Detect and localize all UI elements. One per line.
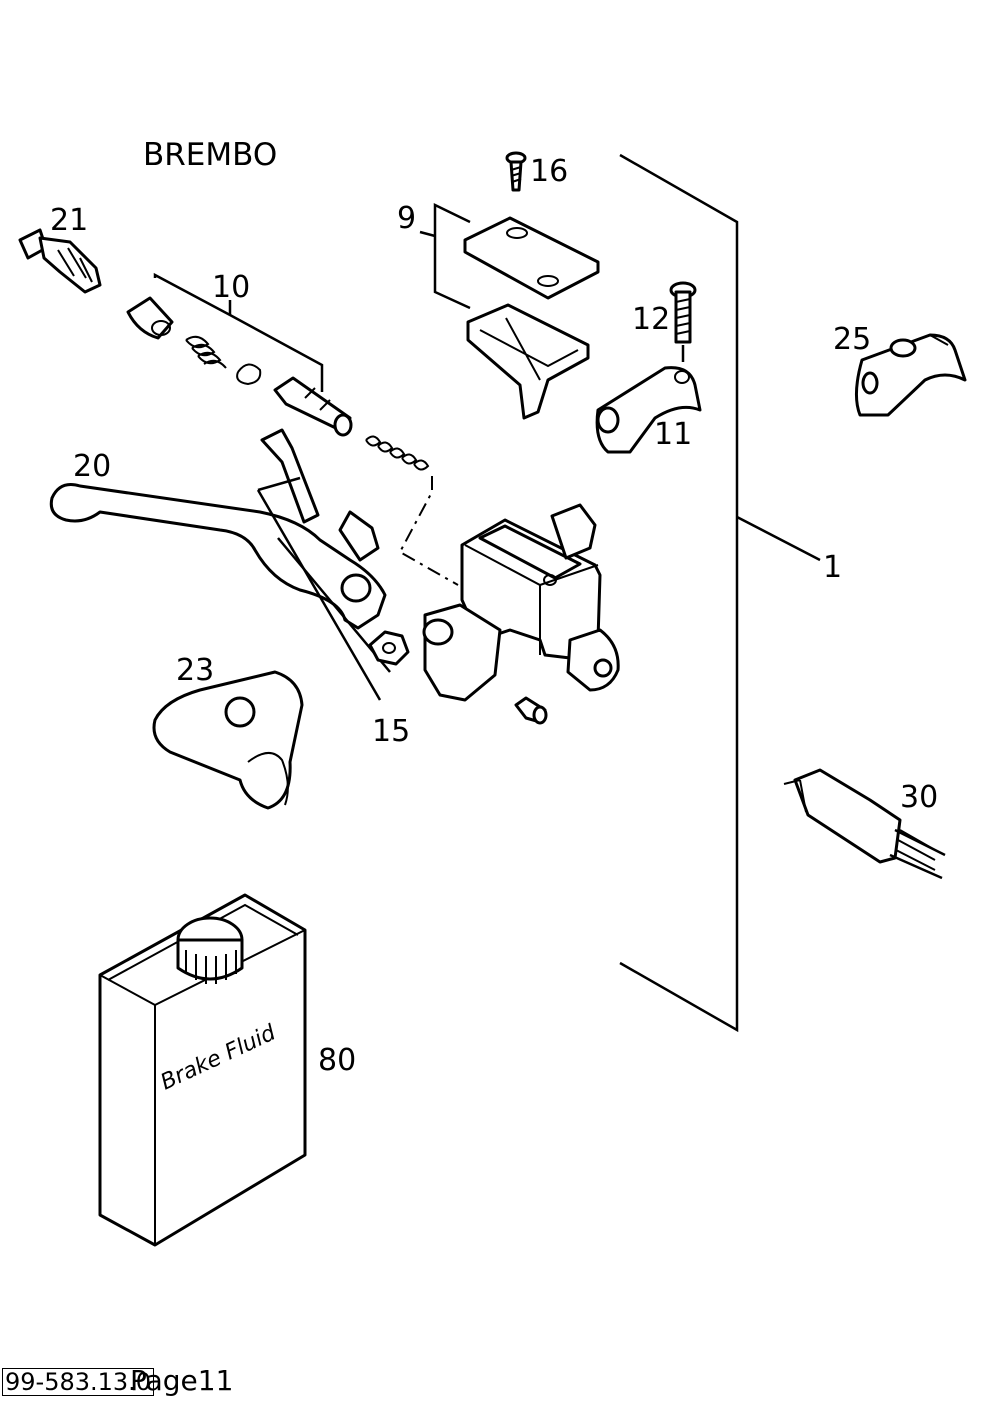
callout-11: 11 (654, 417, 692, 452)
callout-12: 12 (632, 302, 670, 337)
master-cylinder (422, 503, 620, 702)
part-9-reservoir-cap (419, 203, 600, 420)
page-footer: 99-583.13.0 Page11 (2, 1366, 302, 1398)
small-screw (514, 696, 548, 725)
diagram-title: BREMBO (143, 137, 277, 173)
callout-30: 30 (900, 780, 938, 815)
callout-9: 9 (397, 201, 416, 236)
callout-15: 15 (372, 714, 410, 749)
callout-16: 16 (530, 154, 568, 189)
part-12-bolt (669, 281, 697, 362)
part-15-nut (368, 630, 410, 666)
assembly-bracket (619, 153, 821, 1033)
page-number: Page11 (130, 1364, 234, 1397)
part-16-screw (505, 151, 527, 192)
part-30-cable (783, 768, 946, 880)
callout-10: 10 (212, 270, 250, 305)
callout-80: 80 (318, 1043, 356, 1078)
callout-23: 23 (176, 653, 214, 688)
part-10-piston-kit (126, 272, 353, 437)
document-code: 99-583.13.0 (2, 1368, 155, 1396)
part-80-brake-fluid-can: Brake Fluid (98, 893, 307, 1247)
spring (365, 435, 459, 586)
callout-25: 25 (833, 322, 871, 357)
callout-20: 20 (73, 449, 111, 484)
callout-labels: 1 9 10 11 12 15 16 20 21 23 25 30 80 (50, 154, 938, 1078)
part-25-clamp (855, 333, 967, 417)
part-20-lever (49, 428, 391, 701)
part-21-adjuster (18, 228, 102, 294)
callout-21: 21 (50, 203, 88, 238)
part-11-clamp (595, 366, 702, 454)
part-23-cover (152, 670, 304, 810)
callout-1: 1 (823, 550, 842, 585)
